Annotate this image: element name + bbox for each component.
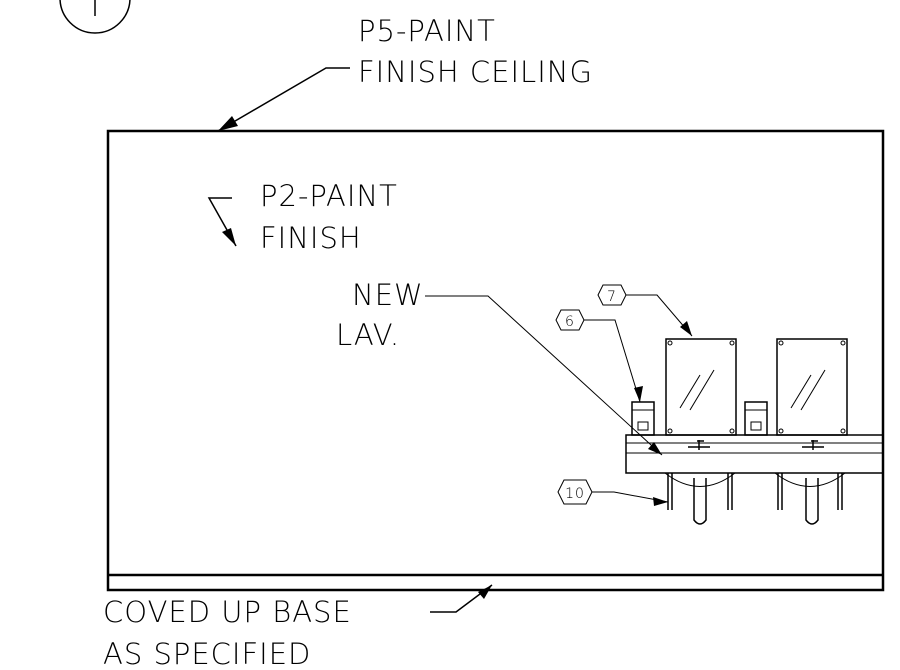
lav-note-line2: LAV. xyxy=(336,318,400,352)
section-marker xyxy=(59,0,131,34)
tag-6-label: 6 xyxy=(565,314,575,330)
wall-outline xyxy=(106,129,885,592)
wall-note-line1: P2-PAINT xyxy=(260,179,398,213)
vanity-counter xyxy=(625,434,884,474)
ceiling-note: P5-PAINT FINISH CEILING xyxy=(217,14,593,132)
base-note: COVED UP BASE AS SPECIFIED xyxy=(103,584,493,670)
tag-7-label: 7 xyxy=(607,289,617,305)
ceiling-note-line1: P5-PAINT xyxy=(358,14,496,48)
pipes-right xyxy=(777,473,843,525)
tag-10: 10 xyxy=(557,479,669,506)
arrowhead xyxy=(634,386,643,402)
arrowhead xyxy=(648,442,662,455)
tag-7: 7 xyxy=(597,284,693,337)
sink-bowl-left xyxy=(664,472,736,487)
tag-6: 6 xyxy=(555,309,643,403)
soap-dispenser-right xyxy=(744,401,768,436)
arrowhead xyxy=(478,585,492,599)
arrowhead xyxy=(653,497,668,506)
faucet-left xyxy=(688,440,710,450)
lav-note: NEW LAV. xyxy=(336,278,663,456)
lav-note-line1: NEW xyxy=(352,278,424,312)
mirror-left xyxy=(665,338,737,436)
sink-bowl-right xyxy=(774,472,846,487)
ceiling-note-line2: FINISH CEILING xyxy=(358,55,593,89)
wall-note: P2-PAINT FINISH xyxy=(207,179,398,255)
arrowhead xyxy=(680,321,692,336)
arrowhead xyxy=(218,116,238,131)
base-note-line2: AS SPECIFIED xyxy=(103,637,311,670)
tag-10-label: 10 xyxy=(565,486,585,502)
faucet-right xyxy=(802,440,824,450)
soap-dispenser-left xyxy=(631,401,655,436)
base-note-line1: COVED UP BASE xyxy=(103,595,352,629)
arrowhead xyxy=(222,228,236,246)
wall-note-line2: FINISH xyxy=(260,221,362,255)
pipes-left xyxy=(667,473,733,525)
mirror-right xyxy=(776,338,848,436)
